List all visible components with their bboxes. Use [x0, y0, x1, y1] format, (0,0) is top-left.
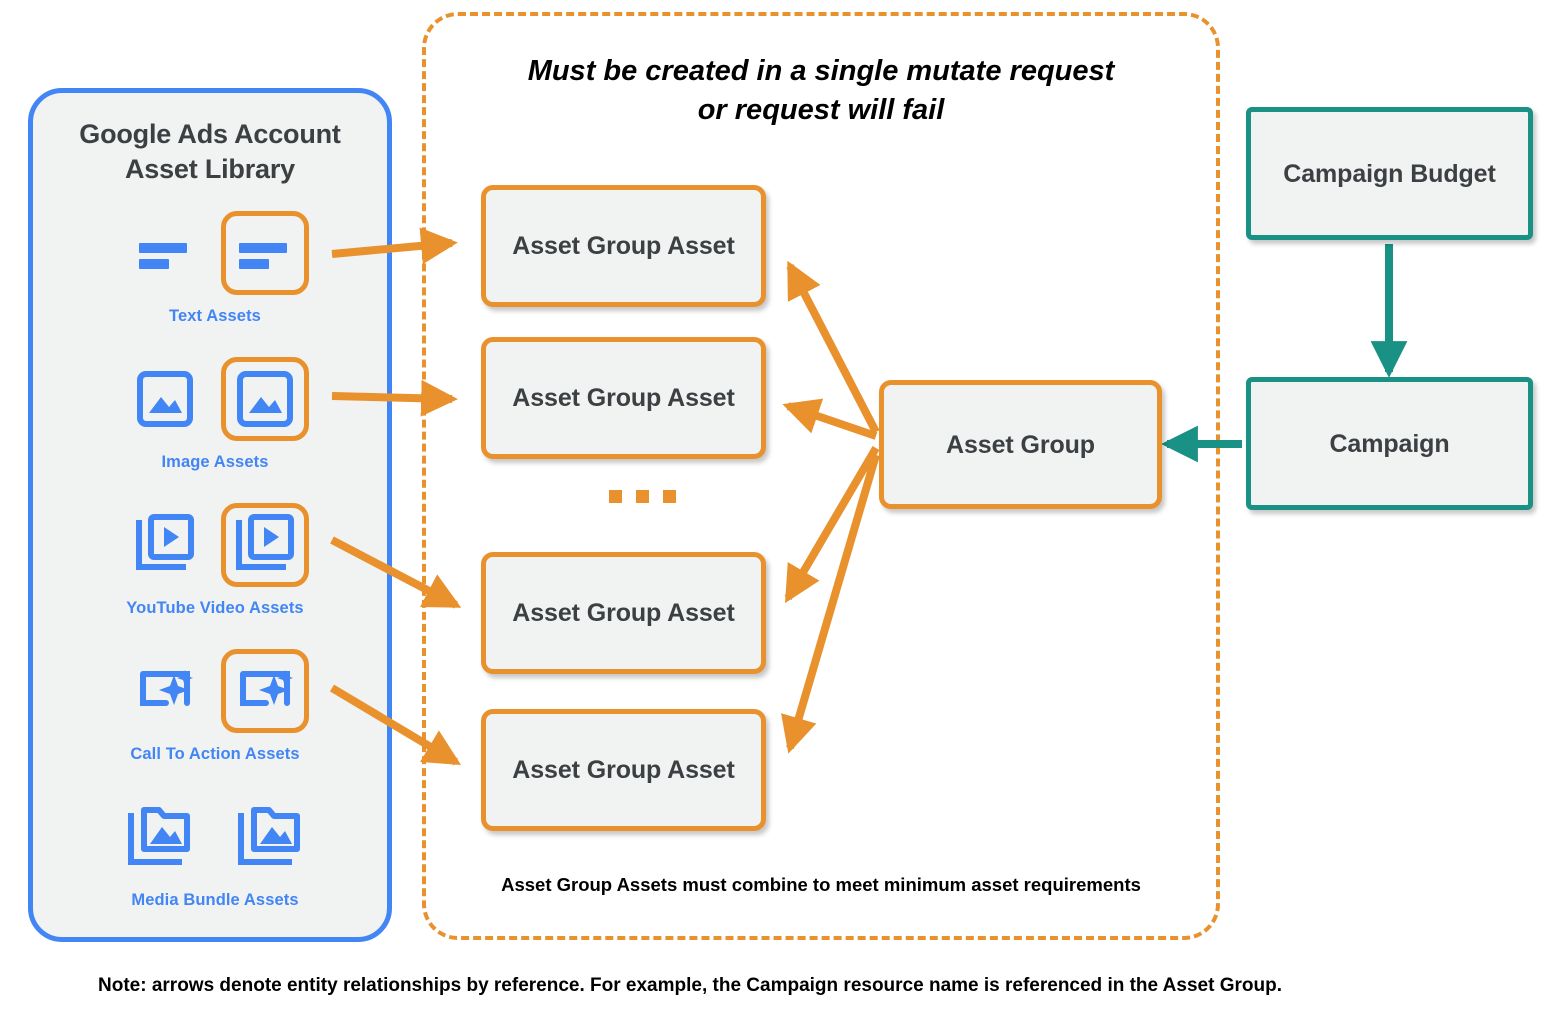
- mutate-request-container: [422, 12, 1220, 940]
- text-asset-icon-selected[interactable]: [221, 211, 309, 295]
- media-bundle-asset-icon: [116, 795, 204, 879]
- asset-row-label-youtube-video: YouTube Video Assets: [126, 599, 304, 617]
- asset-row-text: Text Assets: [33, 201, 397, 343]
- youtube-video-asset-icon-selected[interactable]: [221, 503, 309, 587]
- campaign-budget-node[interactable]: Campaign Budget: [1246, 107, 1533, 240]
- asset-row-call-to-action: Call To Action Assets: [33, 639, 397, 781]
- asset-group-asset-label-1: Asset Group Asset: [512, 232, 735, 260]
- asset-group-asset-label-3: Asset Group Asset: [512, 599, 735, 627]
- asset-group-asset-label-4: Asset Group Asset: [512, 756, 735, 784]
- mutate-request-note: Must be created in a single mutate reque…: [440, 52, 1202, 130]
- asset-row-label-text: Text Assets: [169, 307, 261, 325]
- image-asset-icon-selected[interactable]: [221, 357, 309, 441]
- asset-row-label-image: Image Assets: [161, 453, 269, 471]
- campaign-node[interactable]: Campaign: [1246, 377, 1533, 510]
- asset-row-media-bundle: Media Bundle Assets: [33, 785, 397, 927]
- text-asset-icon: [121, 211, 209, 295]
- asset-group-asset-label-2: Asset Group Asset: [512, 384, 735, 412]
- asset-group-asset-node-1[interactable]: Asset Group Asset: [481, 185, 766, 307]
- ellipsis-dot-2: [636, 490, 649, 503]
- asset-row-youtube-video: YouTube Video Assets: [33, 493, 397, 635]
- campaign-budget-label: Campaign Budget: [1283, 159, 1496, 188]
- asset-group-asset-node-3[interactable]: Asset Group Asset: [481, 552, 766, 674]
- asset-library-panel: Google Ads Account Asset Library: [28, 88, 392, 942]
- asset-library-title: Google Ads Account Asset Library: [33, 117, 387, 186]
- call-to-action-asset-icon-selected[interactable]: [221, 649, 309, 733]
- call-to-action-asset-icon: [121, 649, 209, 733]
- image-asset-icon: [121, 357, 209, 441]
- asset-group-assets-combine-note: Asset Group Assets must combine to meet …: [501, 874, 1141, 895]
- asset-row-label-media-bundle: Media Bundle Assets: [131, 891, 299, 909]
- mutate-note-line1: Must be created in a single mutate reque…: [527, 55, 1115, 87]
- campaign-label: Campaign: [1329, 429, 1450, 458]
- media-bundle-asset-icon-2: [226, 795, 314, 879]
- asset-library-title-line2: Asset Library: [125, 153, 295, 184]
- youtube-video-asset-icon: [121, 503, 209, 587]
- ellipsis-dot-3: [663, 490, 676, 503]
- asset-row-image: Image Assets: [33, 347, 397, 489]
- asset-group-node[interactable]: Asset Group: [879, 380, 1162, 509]
- ellipsis-dot-1: [609, 490, 622, 503]
- asset-group-asset-ellipsis: [609, 490, 676, 503]
- asset-library-title-line1: Google Ads Account: [79, 119, 341, 149]
- asset-group-asset-node-4[interactable]: Asset Group Asset: [481, 709, 766, 831]
- asset-row-label-call-to-action: Call To Action Assets: [130, 745, 300, 763]
- mutate-note-line2: or request will fail: [697, 94, 945, 127]
- asset-group-asset-node-2[interactable]: Asset Group Asset: [481, 337, 766, 459]
- asset-group-label: Asset Group: [946, 430, 1095, 459]
- footer-note: Note: arrows denote entity relationships…: [98, 975, 1282, 996]
